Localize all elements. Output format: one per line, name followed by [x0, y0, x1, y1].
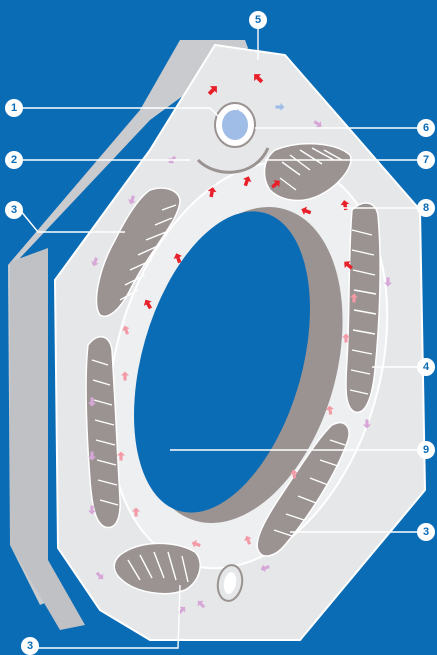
flow-arrow: [271, 180, 280, 189]
flow-arrow: [173, 253, 183, 264]
flow-arrow: [260, 564, 270, 572]
callout-4-label: 4: [423, 361, 430, 373]
leader-lines: [19, 25, 420, 649]
tread-marks: [91, 147, 377, 583]
tyre-channel-upper-left: [95, 187, 181, 317]
flow-arrow: [207, 187, 217, 198]
callout-8-label: 8: [423, 202, 429, 214]
tyre-channel-left: [85, 336, 121, 529]
callout-7: 7: [417, 151, 435, 169]
flow-arrow: [349, 293, 359, 303]
flow-arrow: [197, 600, 206, 609]
callout-9-label: 9: [423, 444, 429, 456]
callout-7-label: 7: [423, 154, 429, 166]
port-arc: [196, 147, 270, 174]
callout-3-right: 3: [417, 523, 435, 541]
callout-1-label: 1: [11, 102, 17, 114]
flow-arrow: [91, 257, 99, 267]
flow-arrow: [254, 74, 264, 84]
callout-9: 9: [417, 441, 435, 459]
callout-5-label: 5: [255, 14, 261, 26]
callout-3-label: 3: [11, 204, 17, 216]
tyre-channel-right: [345, 202, 381, 414]
callout-8: 8: [417, 199, 435, 217]
flow-arrow: [116, 451, 126, 461]
tyre-channel-bottom: [113, 542, 201, 595]
callout-2-label: 2: [11, 154, 17, 166]
top-port-inner: [222, 110, 248, 140]
callout-3-bottom: 3: [21, 637, 39, 655]
flow-arrow: [313, 120, 322, 128]
tyre-channel-lower-right: [256, 421, 350, 557]
callout-1: 1: [5, 99, 23, 117]
callout-5: 5: [249, 11, 267, 29]
central-opening: [134, 211, 310, 513]
flow-arrow: [87, 397, 97, 407]
flow-arrow: [87, 505, 97, 515]
callout-3-upper: 3: [5, 201, 23, 219]
flow-arrow: [242, 176, 252, 187]
flow-arrow: [207, 86, 217, 96]
tyre-channels: [85, 142, 381, 595]
flow-arrow: [362, 419, 372, 429]
callout-2: 2: [5, 151, 23, 169]
flow-arrow: [244, 535, 252, 545]
flow-arrow: [191, 540, 201, 548]
housing-side-left: [10, 248, 85, 630]
flow-arrow: [301, 206, 312, 216]
flow-arrow: [143, 299, 153, 310]
callout-6: 6: [417, 119, 435, 137]
flow-arrow: [95, 571, 104, 580]
flow-arrow: [325, 405, 334, 415]
flow-arrow: [383, 277, 393, 287]
flow-arrow: [275, 102, 285, 112]
flow-arrow: [120, 371, 130, 381]
flow-arrow: [233, 109, 243, 117]
flow-arrow: [128, 195, 136, 205]
flow-arrow: [87, 451, 97, 461]
flow-arrow: [289, 469, 298, 479]
flow-arrow: [131, 507, 141, 517]
callouts: 1 2 3 4 5 6 7 8 9 3 3: [5, 11, 435, 655]
flow-arrow: [344, 261, 353, 270]
callout-4: 4: [417, 358, 435, 376]
callout-3-bottom-label: 3: [27, 640, 33, 652]
flow-arrow: [122, 325, 130, 335]
flow-arrows: [87, 74, 393, 615]
callout-6-label: 6: [423, 122, 429, 134]
small-port-oval-inner: [223, 572, 237, 594]
callout-3-right-label: 3: [423, 526, 429, 538]
flow-arrow: [341, 333, 351, 343]
